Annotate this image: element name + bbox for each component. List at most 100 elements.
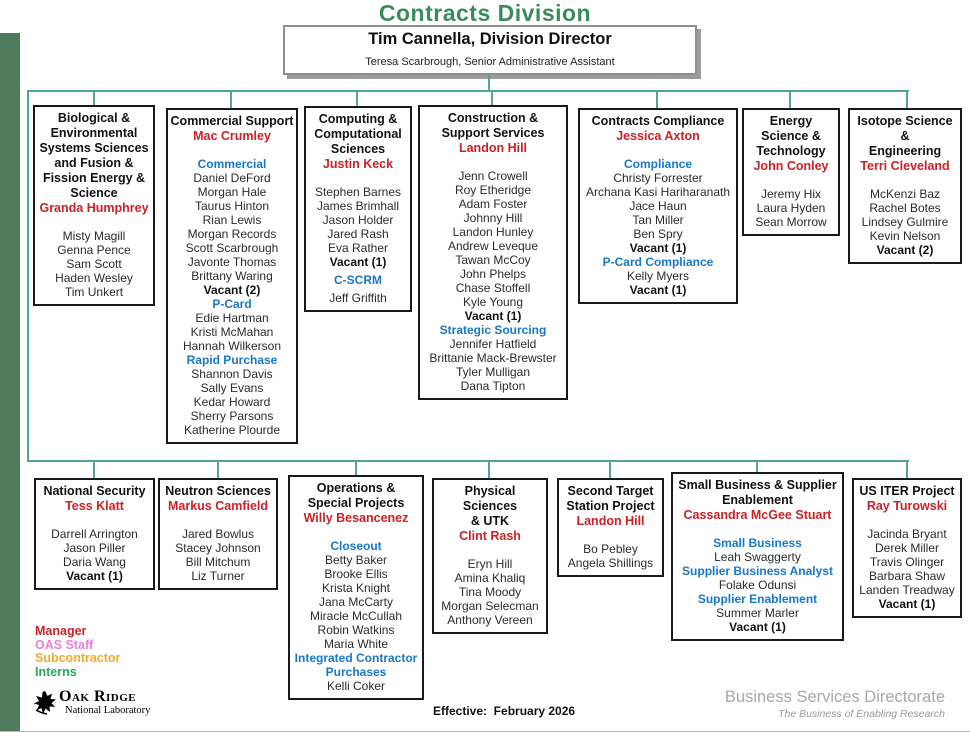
ornl-logo-org: Oak Ridge [59,688,137,705]
vacant-slot: Vacant (1) [66,569,123,583]
staff-name: Summer Marler [716,606,799,620]
connector-line [906,460,908,480]
dept-section-label: P-Card Compliance [602,255,714,269]
connector-line [906,91,908,110]
staff-name: Sally Evans [200,381,264,395]
staff-name: Landen Treadway [859,583,955,597]
connector-line [356,91,358,108]
staff-name: Stephen Barnes [314,185,402,199]
dept-title: Computing & Computational Sciences [314,112,402,156]
dept-title: Physical Sciences & UTK [462,484,518,528]
dept-section-label: Strategic Sourcing [439,323,547,337]
staff-name: Daria Wang [63,555,126,569]
staff-name: Derek Miller [874,541,939,555]
division-director-name: Tim Cannella, Division Director [368,30,612,48]
dept-section-label: Compliance [623,157,692,171]
staff-name: Morgan Hale [197,185,267,199]
staff-name: Maria White [323,637,388,651]
staff-name: Kelly Myers [626,269,689,283]
effective-date: Effective: February 2026 [433,704,576,718]
dept-manager: Landon Hill [576,514,645,528]
legend-item-interns: Interns [35,664,77,679]
dept-manager: Granda Humphrey [39,201,149,215]
staff-name: Ben Spry [633,227,683,241]
staff-name: Barbara Shaw [868,569,946,583]
dept-manager: Ray Turowski [866,499,948,513]
staff-name: Folake Odunsi [718,578,797,592]
vacant-slot: Vacant (2) [203,283,261,297]
staff-name: Kelli Coker [326,679,386,693]
staff-name: Jenn Crowell [458,169,528,183]
staff-name: Liz Turner [191,569,245,583]
staff-name: Travis Olinger [869,555,945,569]
staff-name: Daniel DeFord [193,171,271,185]
staff-name: Scott Scarbrough [185,241,279,255]
connector-line [488,460,490,480]
dept-title: Contracts Compliance [591,114,725,128]
dept-section-label: Commercial [197,157,267,171]
staff-name: Amina Khaliq [454,571,526,585]
connector-line [355,460,357,477]
dept-manager: Markus Camfield [167,499,269,513]
staff-name: Taurus Hinton [194,199,270,213]
dept-manager: Willy Besancenez [303,511,409,525]
dept-section-label: Closeout [330,539,382,553]
connector-line [656,91,658,110]
staff-name: Tan Miller [632,213,684,227]
staff-name: Lindsey Gulmire [861,215,949,229]
staff-name: Jacinda Bryant [867,527,947,541]
staff-name: Jeremy Hix [760,187,821,201]
vacant-slot: Vacant (1) [729,620,786,634]
vacant-slot: Vacant (1) [464,309,522,323]
staff-name: Morgan Records [187,227,277,241]
connector-line [93,91,95,107]
dept-manager: Landon Hill [458,141,528,155]
legend-item-subcontractor: Subcontractor [35,651,121,665]
staff-name: Jace Haun [629,199,687,213]
staff-name: Eva Rather [327,241,389,255]
dept-section-label: Small Business [713,536,802,550]
left-accent-bar [0,33,20,731]
dept-title: Construction & Support Services [441,111,545,140]
staff-name: Hannah Wilkerson [182,339,282,353]
staff-name: Angela Shillings [567,556,654,570]
staff-name: Christy Forrester [613,171,703,185]
connector-line [27,90,29,462]
staff-name: Rachel Botes [869,201,941,215]
dept-box-bio: Biological & Environmental Systems Scien… [33,105,155,306]
dept-manager: Clint Rash [459,529,521,543]
staff-name: Jeff Griffith [329,291,387,305]
staff-name: Archana Kasi Hariharanath [585,185,731,199]
connector-line [27,90,909,92]
dept-section-label: Supplier Business Analyst [682,564,833,578]
dept-section-label: Integrated Contractor Purchases [294,651,418,679]
staff-name: Tawan McCoy [455,253,531,267]
connector-line [93,460,95,480]
staff-name: Chase Stoffell [455,281,531,295]
staff-name: John Phelps [459,267,527,281]
dept-manager: Terri Cleveland [860,159,950,173]
dept-title: Biological & Environmental Systems Scien… [39,111,149,200]
staff-name: Roy Etheridge [454,183,532,197]
staff-name: Edie Hartman [195,311,269,325]
staff-name: Morgan Selecman [441,599,539,613]
connector-line [609,460,611,480]
staff-name: Kevin Nelson [869,229,941,243]
staff-name: Sam Scott [66,257,122,271]
staff-name: James Brimhall [316,199,400,213]
staff-name: Laura Hyden [756,201,826,215]
staff-name: Misty Magill [62,229,126,243]
vacant-slot: Vacant (2) [876,243,934,257]
staff-name: Kedar Howard [193,395,271,409]
vacant-slot: Vacant (1) [629,241,687,255]
dept-title: Energy Science & Technology [756,114,826,158]
staff-name: Sherry Parsons [190,409,274,423]
dept-manager: Cassandra McGee Stuart [683,508,832,522]
